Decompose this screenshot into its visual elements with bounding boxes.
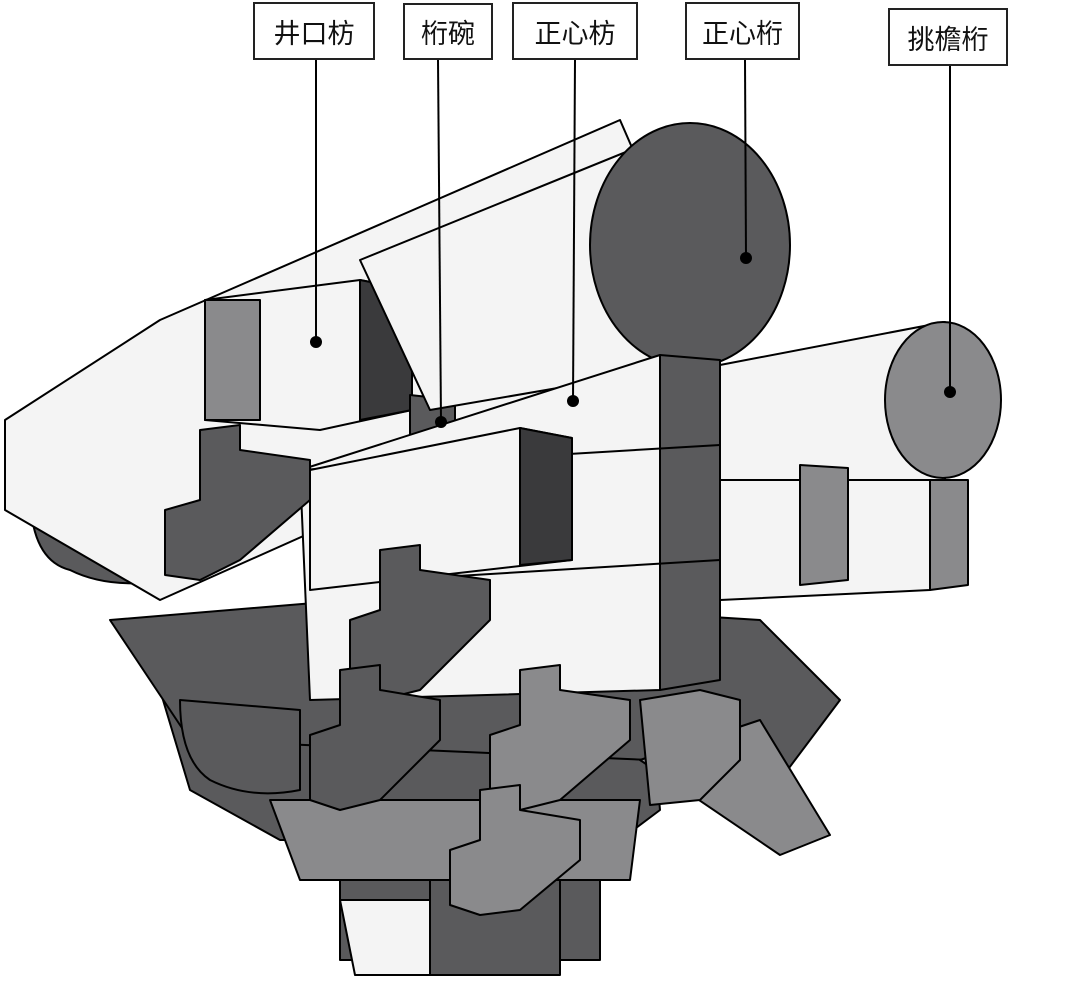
label-zhengxinfang: 正心枋 bbox=[512, 2, 638, 60]
pointer-dot-zhengxinfang bbox=[567, 395, 579, 407]
pointer-dot-zhengxinheng bbox=[740, 252, 752, 264]
pointer-dot-jingkoufang bbox=[310, 336, 322, 348]
label-tiaoyanheng: 挑檐桁 bbox=[888, 8, 1008, 66]
pointer-dot-hengwan bbox=[435, 416, 447, 428]
label-jingkoufang: 井口枋 bbox=[253, 2, 375, 60]
pointer-dot-tiaoyanheng bbox=[944, 386, 956, 398]
label-zhengxinheng: 正心桁 bbox=[685, 2, 800, 60]
label-hengwan: 桁碗 bbox=[403, 3, 493, 60]
tiaoyanheng-cylinder bbox=[884, 321, 1002, 479]
bracket-arm bbox=[164, 424, 311, 581]
